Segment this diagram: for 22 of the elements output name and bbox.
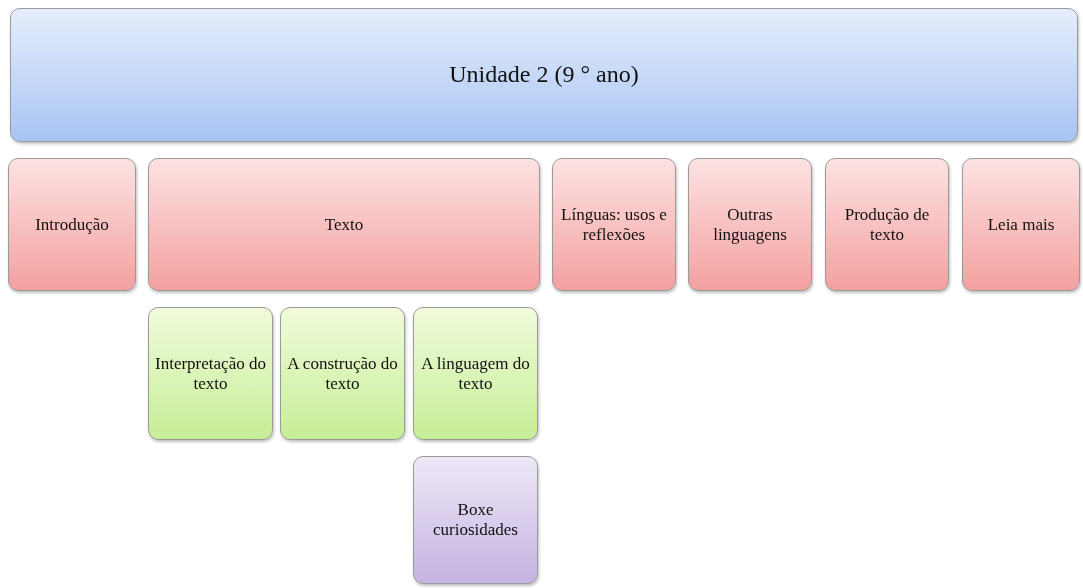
box-label: Boxe curiosidades: [432, 500, 519, 540]
subsection-box: [148, 307, 273, 440]
box-label: Unidade 2 (9 ° ano): [449, 61, 639, 89]
box-label: Leia mais: [987, 214, 1055, 235]
title-box: [10, 8, 1078, 142]
subsection-box: [280, 307, 405, 440]
box-label: A linguagem do texto: [420, 353, 531, 394]
box-label: A construção do texto: [287, 353, 398, 394]
box-label: Produção de texto: [843, 204, 931, 245]
box-label: Línguas: usos e reflexões: [560, 204, 668, 245]
box-label: Outras linguagens: [712, 204, 788, 245]
section-box: [688, 158, 812, 291]
section-box: [8, 158, 136, 291]
section-box: [962, 158, 1080, 291]
note-box: [413, 456, 538, 584]
section-box: [825, 158, 949, 291]
subsection-box: [413, 307, 538, 440]
section-box: [552, 158, 676, 291]
box-label: Texto: [324, 214, 364, 235]
section-box: [148, 158, 540, 291]
box-label: Introdução: [35, 214, 109, 235]
box-label: Interpretação do texto: [155, 353, 266, 394]
